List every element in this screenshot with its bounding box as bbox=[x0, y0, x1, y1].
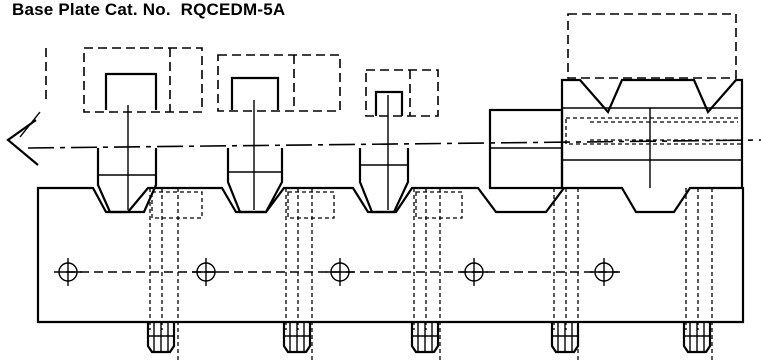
bolt-head bbox=[682, 322, 712, 354]
bolt-channels bbox=[149, 188, 713, 362]
locating-hole bbox=[326, 258, 354, 286]
drawing-title: Base Plate Cat. No. RQCEDM-5A bbox=[12, 0, 286, 19]
locating-hole bbox=[54, 258, 82, 286]
station-2-holder bbox=[217, 54, 341, 214]
locating-hole bbox=[460, 258, 488, 286]
bolt-head bbox=[410, 322, 440, 354]
station-1-holder bbox=[83, 47, 203, 214]
horizontal-center-line bbox=[27, 139, 761, 149]
locating-hole bbox=[192, 258, 220, 286]
left-partial-fixture bbox=[6, 48, 47, 166]
station-3-holder bbox=[358, 69, 439, 214]
base-plate-body bbox=[36, 186, 745, 324]
locating-hole bbox=[590, 258, 618, 286]
station-4-block bbox=[488, 108, 564, 190]
station-5-clamp bbox=[560, 13, 744, 188]
bolt-head bbox=[146, 322, 176, 354]
bolt-head bbox=[282, 322, 312, 354]
bolt-head bbox=[550, 322, 580, 354]
